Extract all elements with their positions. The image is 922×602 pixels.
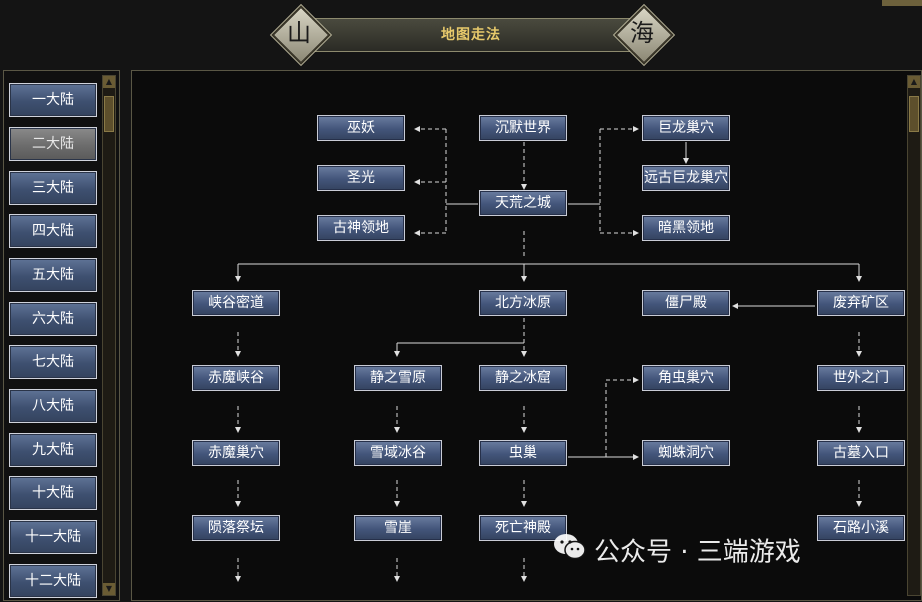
continent-button-8[interactable]: 八大陆 — [9, 389, 97, 423]
sea-char: 海 — [614, 5, 670, 61]
node-jiaochong[interactable]: 角虫巢穴 — [642, 365, 730, 391]
mountain-emblem: 山 — [271, 5, 327, 61]
title-bar: 地图走法 — [300, 18, 642, 52]
continent-button-6[interactable]: 六大陆 — [9, 302, 97, 336]
continent-button-3[interactable]: 三大陆 — [9, 171, 97, 205]
node-zhizhu[interactable]: 蜘蛛洞穴 — [642, 440, 730, 466]
continent-button-12[interactable]: 十二大陆 — [9, 564, 97, 598]
node-yunluo[interactable]: 陨落祭坛 — [192, 515, 280, 541]
continent-button-11[interactable]: 十一大陆 — [9, 520, 97, 554]
continent-sidebar: 一大陆 二大陆 三大陆 四大陆 五大陆 六大陆 七大陆 八大陆 九大陆 十大陆 … — [3, 70, 120, 601]
continent-button-1[interactable]: 一大陆 — [9, 83, 97, 117]
continent-button-5[interactable]: 五大陆 — [9, 258, 97, 292]
node-xueya[interactable]: 雪崖 — [354, 515, 442, 541]
sea-emblem: 海 — [614, 5, 670, 61]
node-shilu[interactable]: 石路小溪 — [817, 515, 905, 541]
node-shiwai[interactable]: 世外之门 — [817, 365, 905, 391]
watermark-text: 公众号 · 三端游戏 — [594, 538, 801, 568]
node-tianhuang[interactable]: 天荒之城 — [479, 190, 567, 216]
node-jing-bingku[interactable]: 静之冰窟 — [479, 365, 567, 391]
node-beifang[interactable]: 北方冰原 — [479, 290, 567, 316]
map-scrollbar[interactable]: ▲ — [907, 75, 921, 596]
continent-button-2[interactable]: 二大陆 — [9, 127, 97, 161]
continent-button-7[interactable]: 七大陆 — [9, 345, 97, 379]
sidebar-scrollbar[interactable]: ▲ ▼ — [102, 75, 116, 596]
continent-button-10[interactable]: 十大陆 — [9, 476, 97, 510]
node-julong[interactable]: 巨龙巢穴 — [642, 115, 730, 141]
node-chenmo[interactable]: 沉默世界 — [479, 115, 567, 141]
header: 地图走法 山 海 — [0, 0, 922, 68]
continent-button-4[interactable]: 四大陆 — [9, 214, 97, 248]
node-chongchao[interactable]: 虫巢 — [479, 440, 567, 466]
page-title: 地图走法 — [300, 19, 642, 51]
watermark: 公众号 · 三端游戏 — [552, 532, 801, 572]
node-xueyu[interactable]: 雪域冰谷 — [354, 440, 442, 466]
sidebar-scroll-thumb[interactable] — [104, 96, 114, 132]
corner-ornament — [882, 0, 922, 6]
node-chimo-xiagu[interactable]: 赤魔峡谷 — [192, 365, 280, 391]
node-shengguang[interactable]: 圣光 — [317, 165, 405, 191]
scroll-up-icon[interactable]: ▲ — [103, 76, 115, 88]
continent-button-9[interactable]: 九大陆 — [9, 433, 97, 467]
node-gushen[interactable]: 古神领地 — [317, 215, 405, 241]
node-gumu[interactable]: 古墓入口 — [817, 440, 905, 466]
node-xiagu[interactable]: 峡谷密道 — [192, 290, 280, 316]
scroll-down-icon[interactable]: ▼ — [103, 583, 115, 595]
node-jiangshi[interactable]: 僵尸殿 — [642, 290, 730, 316]
node-feiqi[interactable]: 废弃矿区 — [817, 290, 905, 316]
node-yuangu[interactable]: 远古巨龙巢穴 — [642, 165, 730, 191]
node-wuyao[interactable]: 巫妖 — [317, 115, 405, 141]
map-scroll-thumb[interactable] — [909, 96, 919, 132]
map-scroll-up-icon[interactable]: ▲ — [908, 76, 920, 88]
wechat-icon — [552, 532, 588, 574]
map-route-panel: 巫妖 圣光 古神领地 沉默世界 天荒之城 巨龙巢穴 远古巨龙巢穴 暗黑领地 峡谷… — [131, 70, 922, 601]
node-jing-xueyuan[interactable]: 静之雪原 — [354, 365, 442, 391]
mountain-char: 山 — [271, 5, 327, 61]
node-chimo-chaoxue[interactable]: 赤魔巢穴 — [192, 440, 280, 466]
node-anhei[interactable]: 暗黑领地 — [642, 215, 730, 241]
